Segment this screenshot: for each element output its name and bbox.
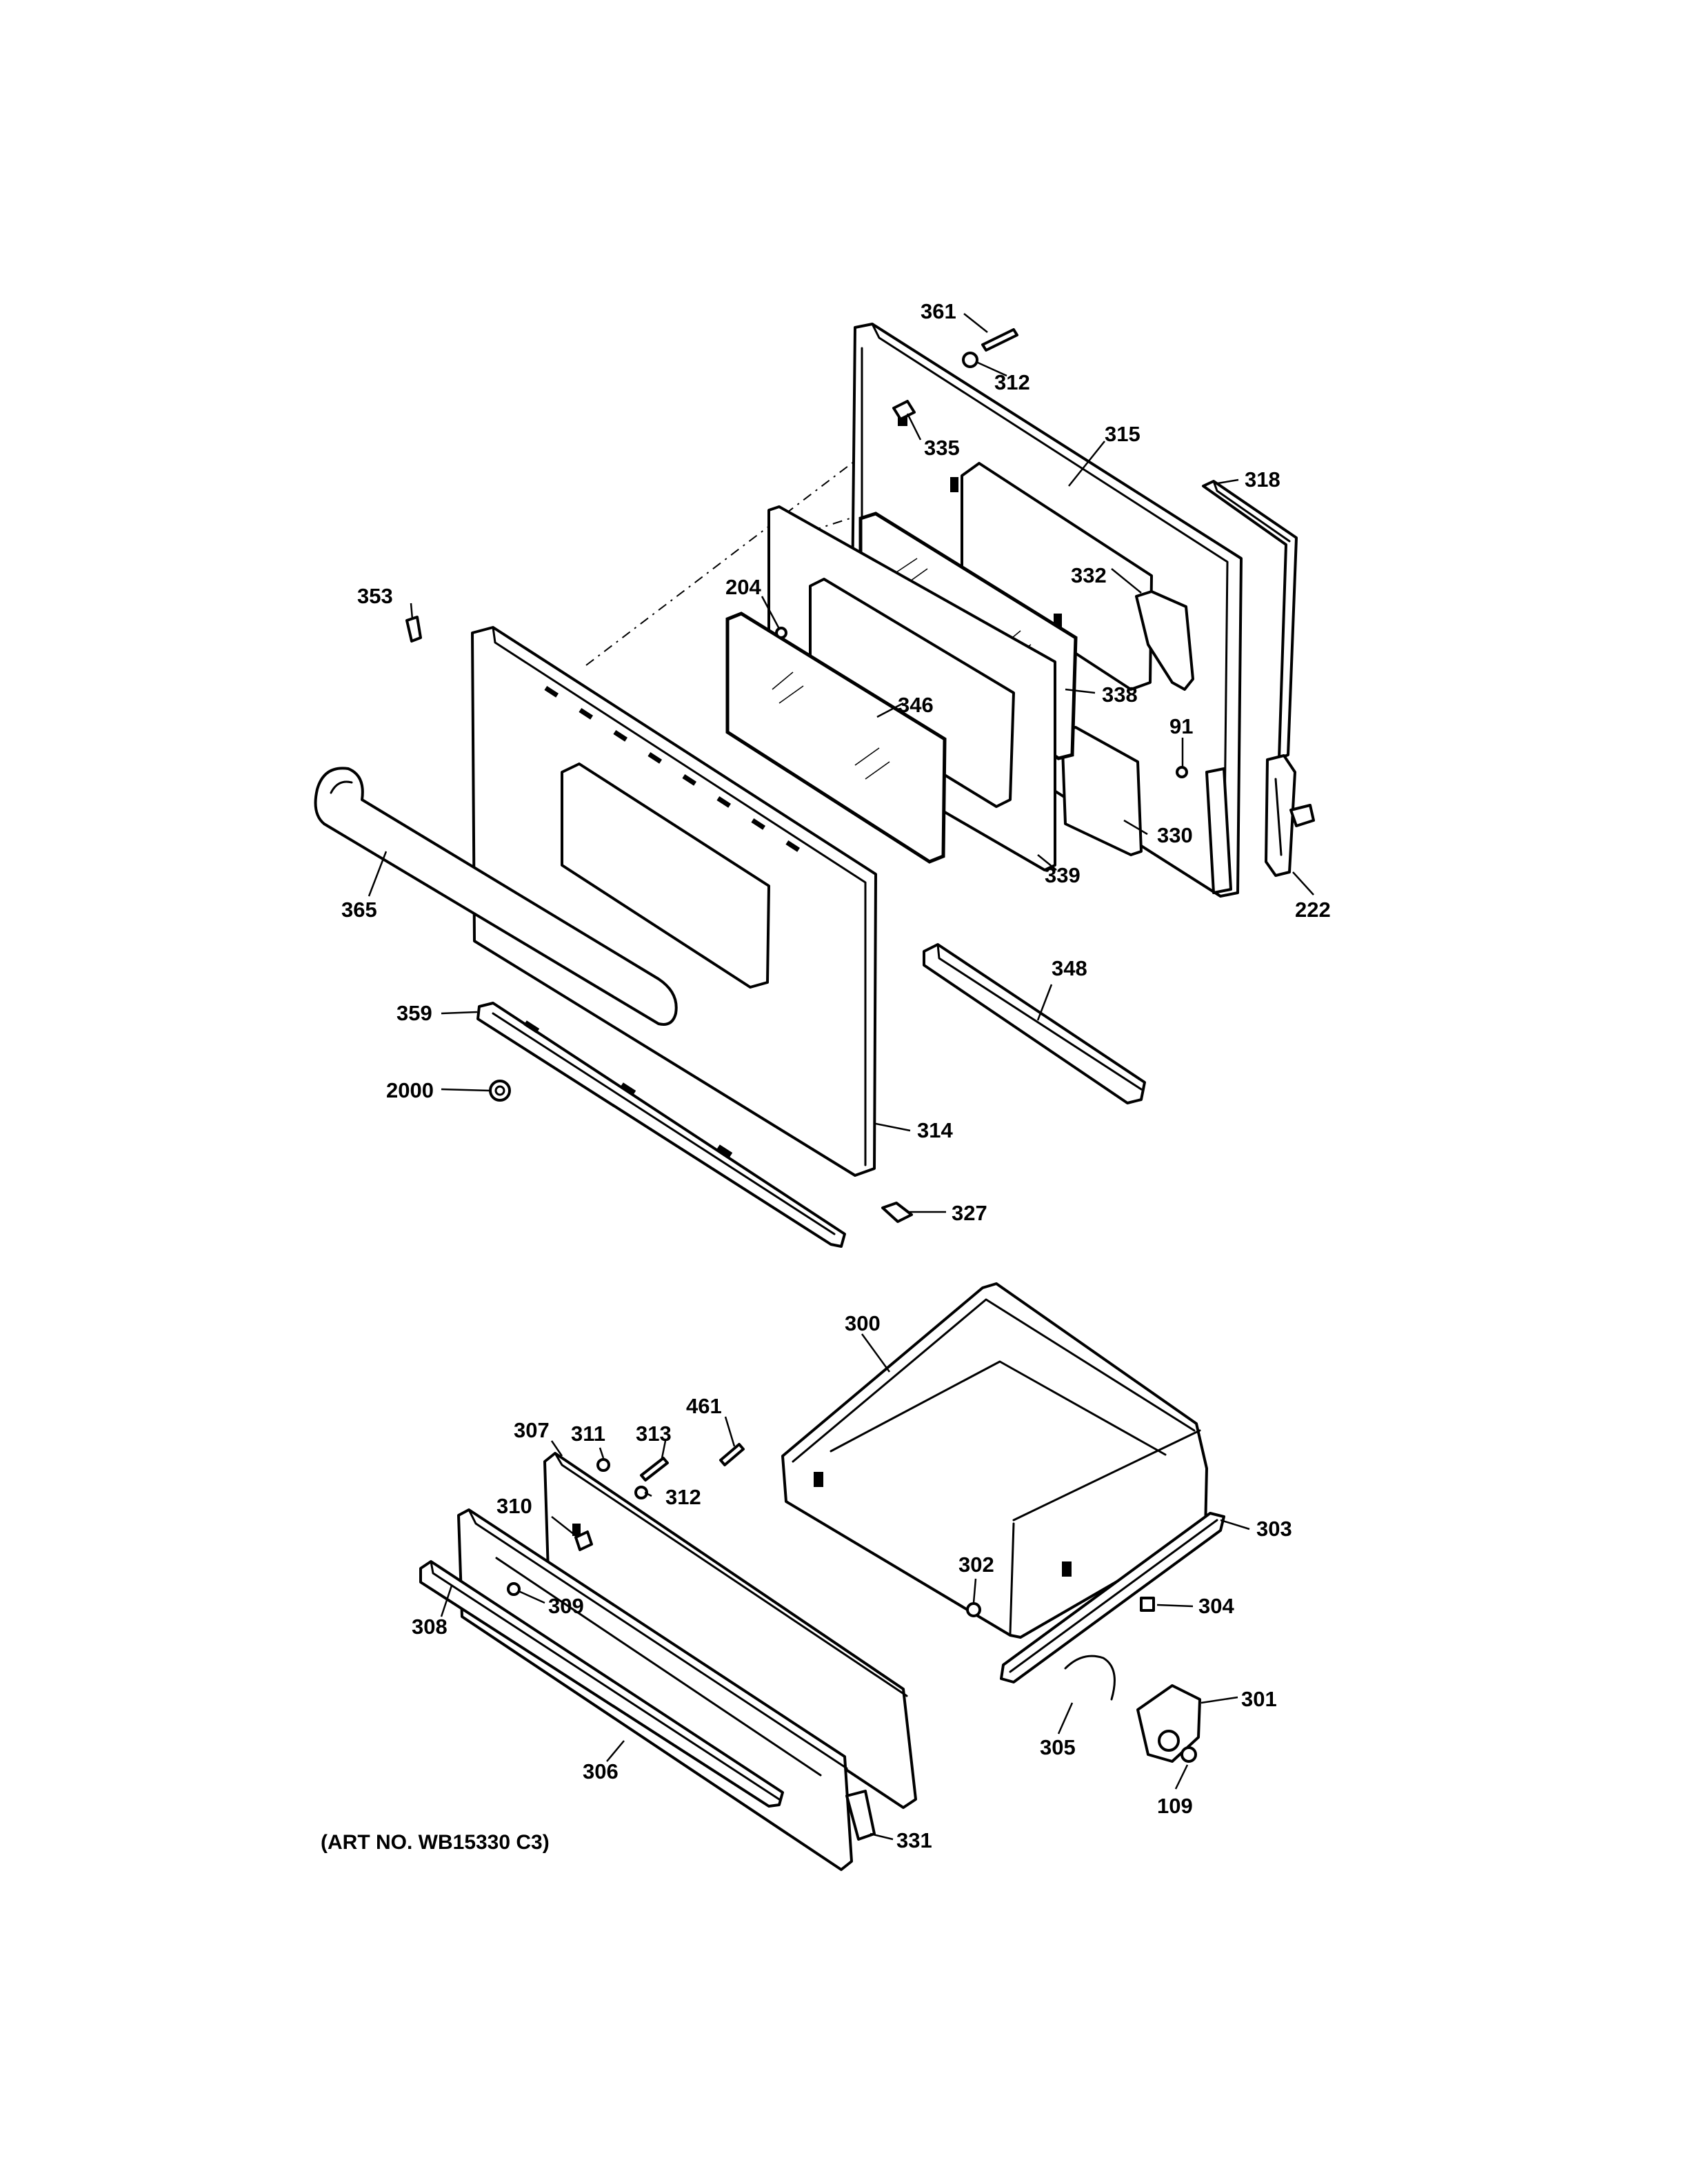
- hinge-222: [1265, 754, 1315, 877]
- callout-leaders: [368, 313, 1314, 1841]
- callout-91: 91: [1169, 714, 1193, 738]
- callout-335: 335: [924, 436, 960, 460]
- drawer-rail-303: [1000, 1512, 1225, 1684]
- callout-331: 331: [896, 1828, 932, 1852]
- art-number: (ART NO. WB15330 C3): [321, 1831, 550, 1854]
- callout-346: 346: [898, 693, 934, 717]
- callout-311: 311: [571, 1422, 605, 1446]
- callout-302: 302: [958, 1553, 994, 1577]
- callout-348: 348: [1052, 956, 1087, 980]
- callout-359: 359: [396, 1001, 432, 1025]
- door-vent-slots: [544, 686, 801, 852]
- callout-361: 361: [921, 299, 956, 323]
- callout-313: 313: [636, 1422, 672, 1446]
- callout-308: 308: [412, 1615, 448, 1639]
- callout-305: 305: [1040, 1735, 1076, 1759]
- support-bar-348: [923, 943, 1146, 1104]
- callout-314: 314: [917, 1118, 953, 1142]
- callout-304: 304: [1198, 1594, 1234, 1618]
- callout-338: 338: [1102, 682, 1138, 707]
- callout-300: 300: [845, 1311, 881, 1335]
- callout-2000: 2000: [386, 1078, 434, 1102]
- clip-305: [1064, 1655, 1116, 1701]
- outer-door-314: [471, 626, 877, 1177]
- callout-labels: 361 312 315 335 318 353 204 332 338 346 …: [341, 299, 1331, 1852]
- callout-309: 309: [548, 1594, 584, 1618]
- outer-glass-346: [725, 611, 947, 864]
- callout-315: 315: [1105, 422, 1141, 446]
- callout-307: 307: [514, 1418, 550, 1442]
- callout-306: 306: [583, 1759, 619, 1783]
- callout-339: 339: [1045, 863, 1081, 887]
- callout-312: 312: [994, 370, 1030, 394]
- callout-332: 332: [1071, 563, 1107, 587]
- callout-365: 365: [341, 898, 377, 922]
- callout-222: 222: [1295, 898, 1331, 922]
- bracket-301: [1136, 1684, 1201, 1763]
- callout-312-b: 312: [665, 1485, 701, 1509]
- drawer-trim-308: [419, 1560, 784, 1808]
- small-hardware-lower: [507, 1443, 981, 1617]
- callout-303: 303: [1256, 1517, 1292, 1541]
- end-cap-331: [845, 1790, 876, 1841]
- insulation-332: [1135, 590, 1194, 691]
- roller-304: [1140, 1597, 1155, 1612]
- callout-330: 330: [1157, 823, 1193, 847]
- trim-strip-359: [476, 1002, 846, 1248]
- door-handle-365: [314, 767, 678, 1026]
- callout-327: 327: [952, 1201, 987, 1225]
- callout-318: 318: [1245, 467, 1280, 492]
- callout-353: 353: [357, 584, 393, 608]
- callout-461: 461: [686, 1394, 722, 1418]
- small-hardware-upper: [405, 328, 1188, 1223]
- callout-204: 204: [725, 575, 761, 599]
- callout-109: 109: [1157, 1794, 1193, 1818]
- callout-310: 310: [496, 1494, 532, 1518]
- callout-301: 301: [1241, 1687, 1277, 1711]
